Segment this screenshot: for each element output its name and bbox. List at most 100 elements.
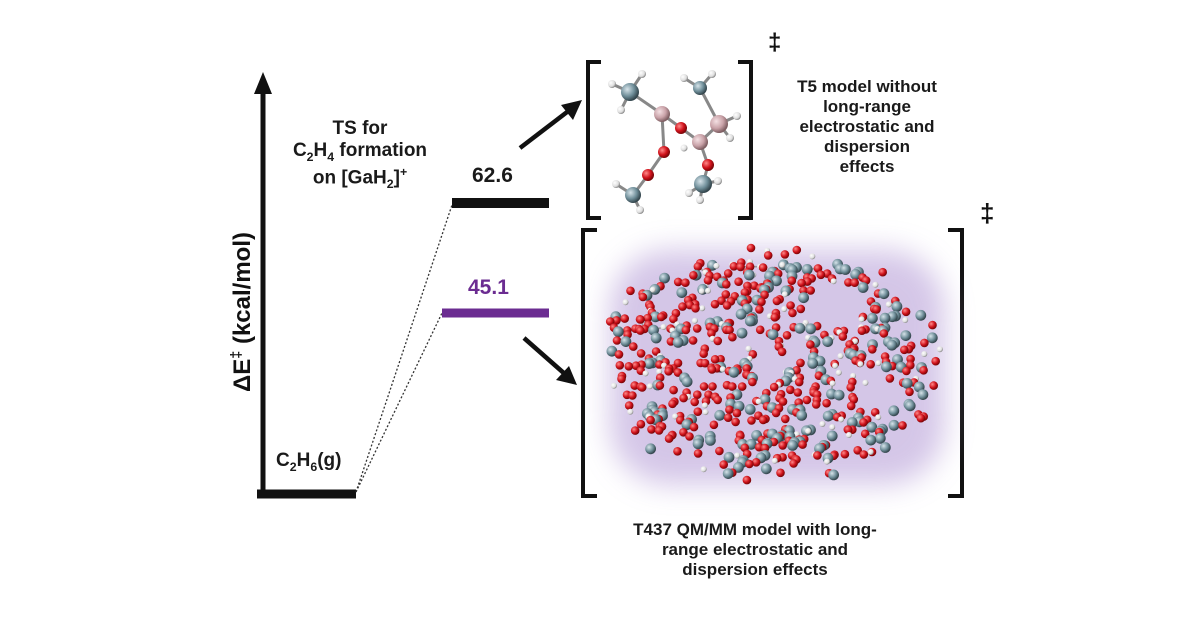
- atom-o: [770, 313, 780, 322]
- atom-h: [701, 402, 708, 409]
- atom-h: [700, 466, 707, 473]
- arrow-to-t437: [522, 336, 568, 377]
- atom-o: [717, 296, 726, 306]
- atom-o: [732, 408, 742, 418]
- atom-o: [916, 413, 926, 423]
- atom-h: [852, 338, 859, 345]
- atom-si: [846, 417, 858, 428]
- atom-si: [722, 468, 734, 479]
- atom-o: [700, 358, 710, 368]
- atom-o: [691, 304, 700, 313]
- atom-h: [832, 362, 839, 369]
- atom-h: [649, 286, 656, 293]
- atom-h: [858, 316, 865, 323]
- energy-axis-label: ΔE‡ (kcal/mol): [229, 232, 257, 392]
- atom-o: [796, 358, 805, 368]
- atom-h: [902, 317, 909, 323]
- atom-o: [725, 325, 734, 335]
- atom-o: [850, 278, 859, 288]
- atom-si: [705, 435, 716, 446]
- atom-o: [664, 367, 673, 376]
- atom-si: [857, 282, 869, 293]
- atom-o: [760, 290, 769, 300]
- atom-o: [707, 365, 717, 374]
- atom-o: [620, 314, 629, 323]
- atom-h: [698, 288, 705, 295]
- t437-desc-line: T437 QM/MM model with long-: [633, 520, 877, 539]
- atom-o: [758, 263, 768, 272]
- atom-o: [657, 312, 666, 322]
- atom-h: [699, 305, 706, 312]
- atom-si: [643, 358, 655, 369]
- ts-energy-value-t437: 45.1: [468, 276, 509, 299]
- atom-si: [822, 410, 834, 422]
- atom-si: [904, 400, 916, 412]
- atom-o: [849, 395, 859, 404]
- atom-o: [624, 401, 634, 410]
- atom-o: [844, 278, 853, 287]
- atom-o: [728, 382, 737, 391]
- atom-o: [612, 336, 622, 345]
- atom-si: [801, 264, 813, 275]
- atom-si: [723, 451, 735, 463]
- atom-si: [714, 409, 726, 421]
- atom-o: [731, 417, 740, 427]
- atom-o: [866, 360, 875, 369]
- atom-o: [692, 324, 702, 333]
- atom-h: [755, 398, 762, 405]
- atom-o: [929, 381, 938, 390]
- atom-o: [709, 420, 719, 430]
- atom-o: [853, 446, 862, 455]
- t5-bracket-right: [738, 60, 753, 220]
- atom-h: [691, 317, 698, 324]
- connector-to-ts-t5: [355, 204, 453, 493]
- atom-o: [707, 329, 716, 338]
- atom-si: [744, 315, 756, 327]
- atom-o: [723, 269, 733, 278]
- t437-desc-line: range electrostatic and: [661, 540, 849, 560]
- atom-o: [722, 280, 731, 289]
- atom-si: [833, 389, 845, 401]
- atom-o: [728, 332, 737, 342]
- atom-o: [872, 305, 881, 314]
- atom-si: [807, 358, 819, 369]
- atom-si: [692, 438, 704, 450]
- atom-o: [802, 395, 812, 405]
- atom-si: [865, 434, 877, 446]
- atom-o: [898, 421, 907, 430]
- atom-h: [921, 351, 928, 357]
- atom-o: [905, 387, 914, 397]
- atom-o: [787, 276, 797, 286]
- atom-o: [643, 313, 652, 323]
- atom-h: [885, 301, 892, 308]
- energy-axis-arrowhead: [254, 72, 272, 94]
- atom-o: [755, 325, 765, 335]
- atom-o: [679, 393, 688, 403]
- atom-o: [693, 390, 702, 400]
- atom-o: [690, 397, 699, 407]
- atom-o: [771, 408, 781, 418]
- t437-zeolite-framework: [605, 243, 943, 485]
- atom-si: [888, 405, 900, 417]
- atom-o: [777, 347, 787, 357]
- atom-si: [744, 404, 756, 415]
- atom-o: [786, 301, 795, 310]
- atom-o: [636, 326, 645, 335]
- atom-si: [805, 323, 817, 335]
- atom-o: [746, 243, 756, 253]
- atom-o: [630, 426, 640, 435]
- atom-o: [685, 432, 694, 441]
- t437-bracket-right: [948, 228, 964, 498]
- atom-o: [614, 350, 624, 359]
- atom-o: [725, 405, 734, 415]
- atom-o: [840, 449, 850, 459]
- atom-si: [736, 327, 748, 339]
- atom-o: [715, 446, 724, 456]
- atom-si: [926, 332, 938, 344]
- t5-desc-line: effects: [839, 157, 895, 177]
- ts-label: TS for C2H4 formation on [GaH2]+: [285, 118, 435, 191]
- atom-o: [797, 278, 806, 288]
- atom-si: [850, 269, 861, 280]
- atom-h: [829, 424, 836, 431]
